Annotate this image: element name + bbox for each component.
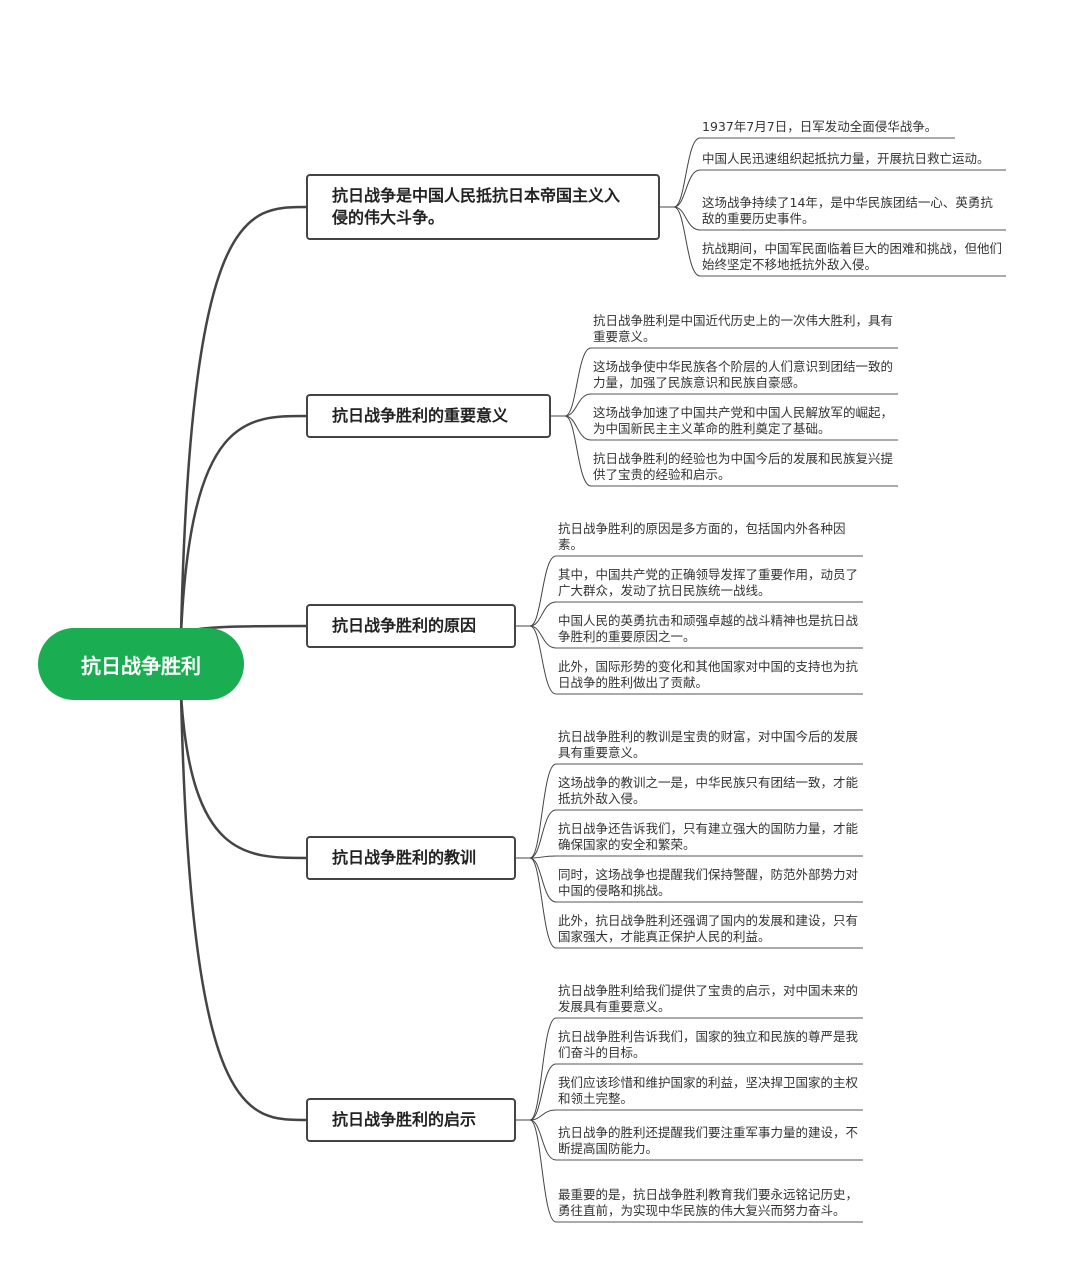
- connector: [516, 809, 557, 859]
- branch-node-significance[interactable]: 抗日战争胜利的重要意义: [306, 394, 551, 438]
- root-label: 抗日战争胜利: [81, 653, 201, 678]
- branch-node-causes[interactable]: 抗日战争胜利的原因: [306, 604, 516, 648]
- connector: [516, 1119, 557, 1161]
- leaf-item[interactable]: 最重要的是，抗日战争胜利教育我们要永远铭记历史，勇往直前，为实现中华民族的伟大复…: [558, 1187, 859, 1218]
- connector: [551, 347, 592, 417]
- connector: [516, 1017, 557, 1121]
- root-node[interactable]: 抗日战争胜利: [38, 628, 244, 700]
- connector: [551, 393, 592, 417]
- branch-node-enlightenment[interactable]: 抗日战争胜利的启示: [306, 1098, 516, 1142]
- connector: [516, 555, 557, 627]
- leaf-item[interactable]: 抗战期间，中国军民面临着巨大的困难和挑战，但他们始终坚定不移地抵抗外敌入侵。: [702, 241, 1003, 272]
- branch-label: 抗日战争胜利的教训: [332, 848, 477, 867]
- connector: [660, 206, 701, 277]
- leaf-item[interactable]: 抗日战争胜利的经验也为中国今后的发展和民族复兴提供了宝贵的经验和启示。: [593, 451, 894, 482]
- connector: [660, 206, 701, 231]
- connector: [516, 1119, 557, 1223]
- connector: [179, 693, 307, 1122]
- leaf-item[interactable]: 此外，国际形势的变化和其他国家对中国的支持也为抗日战争的胜利做出了贡献。: [558, 659, 859, 690]
- branch-label: 抗日战争胜利的重要意义: [332, 406, 509, 425]
- connector: [516, 1063, 557, 1121]
- leaf-item[interactable]: 此外，抗日战争胜利还强调了国内的发展和建设，只有国家强大，才能真正保护人民的利益…: [558, 913, 859, 944]
- leaf-item[interactable]: 这场战争的教训之一是，中华民族只有团结一致，才能抵抗外敌入侵。: [558, 775, 859, 806]
- leaf-item[interactable]: 中国人民迅速组织起抵抗力量，开展抗日救亡运动。: [702, 151, 990, 166]
- connector: [551, 415, 592, 441]
- connector: [516, 857, 557, 949]
- leaf-item[interactable]: 抗日战争还告诉我们，只有建立强大的国防力量，才能确保国家的安全和繁荣。: [558, 821, 859, 852]
- leaf-item[interactable]: 抗日战争胜利的原因是多方面的，包括国内外各种因素。: [558, 521, 846, 552]
- leaf-item[interactable]: 中国人民的英勇抗击和顽强卓越的战斗精神也是抗日战争胜利的重要原因之一。: [558, 613, 859, 644]
- branch-label: 抗日战争是中国人民抵抗日本帝国主义入侵的伟大斗争。: [332, 186, 621, 227]
- connector: [179, 693, 307, 860]
- leaf-item[interactable]: 这场战争使中华民族各个阶层的人们意识到团结一致的力量，加强了民族意识和民族自豪感…: [593, 359, 894, 390]
- leaf-item[interactable]: 这场战争加速了中国共产党和中国人民解放军的崛起，为中国新民主主义革命的胜利奠定了…: [593, 405, 894, 436]
- connector: [551, 415, 592, 487]
- leaf-item[interactable]: 抗日战争胜利是中国近代历史上的一次伟大胜利，具有重要意义。: [593, 313, 894, 344]
- connector: [179, 414, 307, 635]
- leaf-item[interactable]: 1937年7月7日，日军发动全面侵华战争。: [702, 119, 938, 134]
- leaf-item[interactable]: 抗日战争胜利给我们提供了宝贵的启示，对中国未来的发展具有重要意义。: [558, 983, 859, 1014]
- connector: [516, 625, 557, 649]
- leaf-item[interactable]: 抗日战争的胜利还提醒我们要注重军事力量的建设，不断提高国防能力。: [558, 1125, 859, 1156]
- branch-label: 抗日战争胜利的原因: [332, 616, 477, 635]
- branch-node-lessons[interactable]: 抗日战争胜利的教训: [306, 836, 516, 880]
- connector: [516, 763, 557, 859]
- leaf-item[interactable]: 抗日战争胜利告诉我们，国家的独立和民族的尊严是我们奋斗的目标。: [558, 1029, 859, 1060]
- connector: [179, 205, 307, 635]
- connector: [516, 625, 557, 695]
- leaf-item[interactable]: 抗日战争胜利的教训是宝贵的财富，对中国今后的发展具有重要意义。: [558, 729, 859, 760]
- leaf-item[interactable]: 我们应该珍惜和维护国家的利益，坚决捍卫国家的主权和领土完整。: [558, 1075, 859, 1106]
- leaf-item[interactable]: 这场战争持续了14年，是中华民族团结一心、英勇抗敌的重要历史事件。: [702, 195, 993, 226]
- connector: [516, 857, 557, 903]
- leaf-item[interactable]: 同时，这场战争也提醒我们保持警醒，防范外部势力对中国的侵略和挑战。: [558, 867, 859, 898]
- connector: [516, 601, 557, 627]
- branch-label: 抗日战争胜利的启示: [332, 1110, 477, 1129]
- branch-node-background[interactable]: 抗日战争是中国人民抵抗日本帝国主义入侵的伟大斗争。: [306, 174, 660, 240]
- leaf-item[interactable]: 其中，中国共产党的正确领导发挥了重要作用，动员了广大群众，发动了抗日民族统一战线…: [558, 567, 859, 598]
- connector: [660, 169, 701, 208]
